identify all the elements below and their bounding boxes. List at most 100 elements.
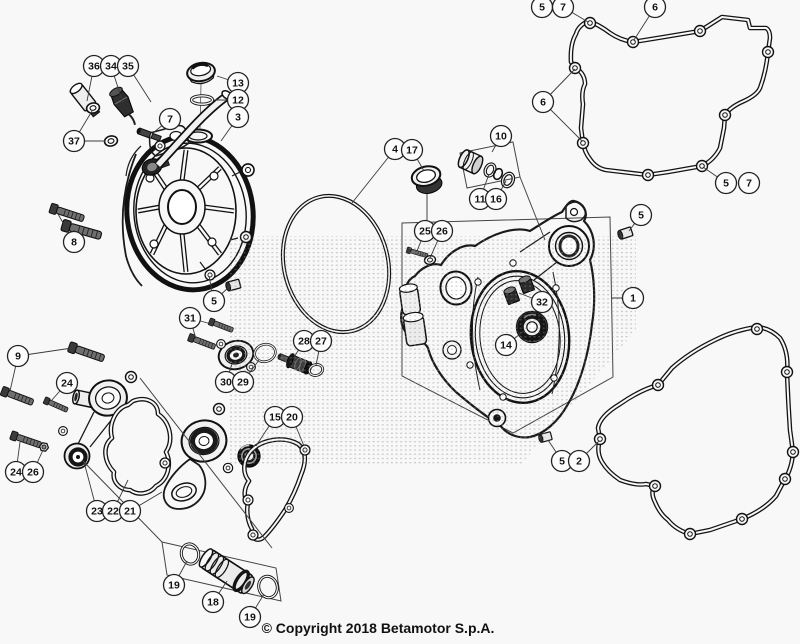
- pump-gasket-22: [103, 396, 173, 496]
- callout-5[interactable]: 5: [714, 171, 738, 195]
- face-hole: [209, 171, 219, 181]
- copyright-text: © Copyright 2018 Betamotor S.p.A.: [261, 620, 495, 636]
- callout-3[interactable]: 3: [226, 105, 250, 129]
- svg-text:6: 6: [540, 97, 546, 109]
- washer-37b: [102, 133, 120, 149]
- bearing-14: [515, 310, 549, 344]
- callout-24[interactable]: 24: [55, 371, 79, 395]
- face-hole: [207, 237, 217, 247]
- mount-lug-lower: [402, 311, 428, 347]
- svg-text:7: 7: [167, 114, 173, 126]
- cap-17: [410, 165, 443, 194]
- svg-text:5: 5: [539, 2, 545, 14]
- bolt-25: [405, 246, 429, 260]
- callout-20[interactable]: 20: [280, 405, 304, 429]
- svg-text:7: 7: [746, 178, 752, 190]
- callout-2[interactable]: 2: [567, 449, 591, 473]
- callout-7[interactable]: 7: [737, 171, 761, 195]
- callout-19[interactable]: 19: [162, 573, 186, 597]
- water-pipe-18: [198, 548, 255, 595]
- svg-text:4: 4: [392, 144, 398, 156]
- svg-text:24: 24: [10, 467, 22, 479]
- callout-29[interactable]: 29: [231, 370, 255, 394]
- bolt-24b: [9, 430, 43, 450]
- oring-19-right: [257, 574, 279, 600]
- callout-1[interactable]: 1: [621, 286, 645, 310]
- cover-oring-4: [280, 193, 392, 335]
- callout-26[interactable]: 26: [21, 460, 45, 484]
- callout-31[interactable]: 31: [178, 306, 202, 330]
- housing-ear: [212, 402, 226, 416]
- svg-text:14: 14: [500, 340, 512, 352]
- svg-text:16: 16: [490, 194, 502, 206]
- callout-37[interactable]: 37: [62, 129, 86, 153]
- pump-housing-21: [159, 402, 234, 510]
- pump-cover-ear: [124, 370, 138, 384]
- callout-7[interactable]: 7: [551, 0, 575, 19]
- callout-6[interactable]: 6: [643, 0, 667, 19]
- bolt-31b: [186, 332, 217, 352]
- filler-cap-oring: [189, 94, 215, 106]
- pump-cover-tab: [58, 426, 68, 436]
- callout-6[interactable]: 6: [531, 90, 555, 114]
- svg-text:26: 26: [436, 226, 448, 238]
- callout-5[interactable]: 5: [530, 0, 554, 19]
- svg-text:27: 27: [315, 336, 327, 348]
- svg-text:35: 35: [122, 61, 134, 73]
- oring-19-left: [179, 542, 201, 566]
- housing-ear: [159, 457, 171, 469]
- clutch-cover-gasket-6: [568, 14, 775, 182]
- callout-9[interactable]: 9: [6, 344, 30, 368]
- oil-filler-cap: [186, 61, 216, 85]
- svg-text:3: 3: [235, 112, 241, 124]
- callout-27[interactable]: 27: [309, 329, 333, 353]
- svg-text:5: 5: [211, 296, 217, 308]
- svg-text:1: 1: [630, 293, 636, 305]
- callout-36[interactable]: 36: [82, 54, 106, 78]
- sensor-bracket: [148, 124, 190, 157]
- svg-text:22: 22: [107, 506, 119, 518]
- top-ear: [565, 201, 587, 223]
- callout-16[interactable]: 16: [484, 187, 508, 211]
- callout-18[interactable]: 18: [201, 590, 225, 614]
- banjo-bolt-7: [136, 127, 162, 142]
- callout-26[interactable]: 26: [430, 219, 454, 243]
- callout-19[interactable]: 19: [238, 605, 262, 629]
- top-left-small-parts: [48, 61, 242, 293]
- callout-7[interactable]: 7: [158, 107, 182, 131]
- svg-text:12: 12: [232, 95, 244, 107]
- water-pump-drawing: [0, 317, 325, 549]
- svg-text:2: 2: [576, 456, 582, 468]
- svg-text:21: 21: [124, 506, 136, 518]
- svg-text:32: 32: [536, 297, 548, 309]
- svg-text:5: 5: [638, 210, 644, 222]
- svg-text:5: 5: [559, 456, 565, 468]
- svg-text:31: 31: [184, 313, 196, 325]
- cover-tab: [204, 269, 216, 281]
- bolt-24a: [42, 396, 70, 414]
- callout-5[interactable]: 5: [629, 203, 653, 227]
- svg-text:28: 28: [298, 336, 310, 348]
- svg-text:7: 7: [560, 2, 566, 14]
- svg-text:19: 19: [244, 612, 256, 624]
- cover-tab: [241, 163, 255, 177]
- plunger: [457, 149, 484, 175]
- svg-text:17: 17: [406, 145, 418, 157]
- callout-35[interactable]: 35: [116, 54, 140, 78]
- callout-14[interactable]: 14: [494, 333, 518, 357]
- callout-17[interactable]: 17: [400, 138, 424, 162]
- oring-small: [492, 167, 504, 181]
- callout-10[interactable]: 10: [489, 124, 513, 148]
- cover-depth-edge: [121, 153, 143, 287]
- svg-text:37: 37: [68, 136, 80, 148]
- svg-text:13: 13: [232, 78, 244, 90]
- callout-5[interactable]: 5: [202, 289, 226, 313]
- callout-32[interactable]: 32: [530, 290, 554, 314]
- nut-26: [38, 442, 50, 452]
- halftone-watermark: [228, 236, 636, 466]
- callout-21[interactable]: 21: [118, 499, 142, 523]
- oring-29: [253, 342, 277, 364]
- callout-8[interactable]: 8: [62, 230, 86, 254]
